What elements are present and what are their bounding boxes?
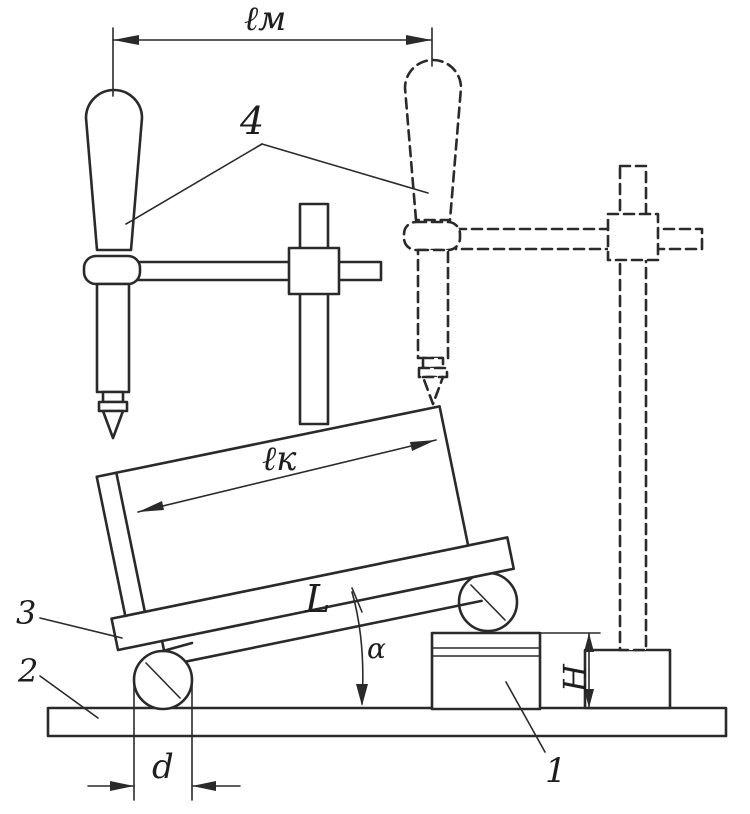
left-roller bbox=[132, 641, 194, 711]
label-lk: ℓк bbox=[262, 439, 297, 479]
label-1: 1 bbox=[545, 751, 567, 791]
right-stand-alt-position bbox=[454, 164, 704, 652]
leader-4 bbox=[125, 143, 429, 225]
label-2: 2 bbox=[17, 652, 38, 690]
label-3: 3 bbox=[16, 594, 36, 632]
left-stand bbox=[132, 202, 383, 426]
base-plate bbox=[46, 706, 728, 738]
label-L: L bbox=[304, 577, 330, 621]
leader-1 bbox=[505, 681, 546, 753]
right-stand-base bbox=[583, 648, 672, 710]
label-4: 4 bbox=[239, 99, 264, 143]
leader-3 bbox=[39, 617, 123, 639]
label-lm: ℓм bbox=[244, 0, 286, 39]
label-H: H bbox=[556, 663, 594, 693]
leader-2 bbox=[39, 675, 99, 719]
dimension-d bbox=[87, 679, 241, 801]
angle-alpha bbox=[351, 587, 368, 706]
dimension-lk bbox=[137, 439, 437, 513]
right-roller bbox=[457, 571, 519, 633]
gauge-block bbox=[430, 631, 542, 711]
tilted-assembly bbox=[95, 405, 516, 667]
dimension-H bbox=[539, 632, 601, 709]
indicator-left bbox=[82, 88, 144, 440]
indicator-right-alt-position bbox=[402, 58, 463, 406]
label-d: d bbox=[152, 747, 174, 787]
label-alpha: α bbox=[367, 632, 386, 665]
dimension-lm bbox=[112, 27, 433, 97]
